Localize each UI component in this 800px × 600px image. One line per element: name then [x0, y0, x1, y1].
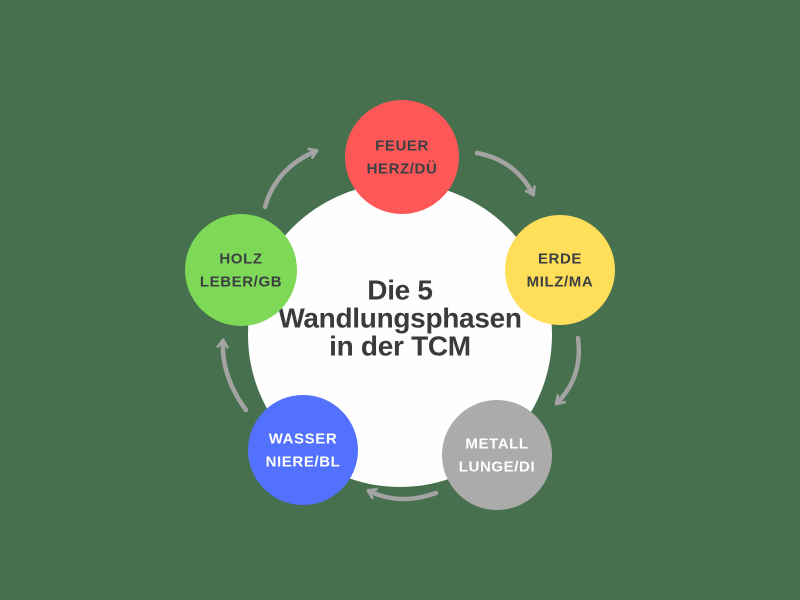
cycle-arrow-wasser-to-holz [216, 338, 249, 413]
phase-erde: ERDE MILZ/MA [505, 215, 615, 325]
phase-holz: HOLZ LEBER/GB [185, 214, 297, 326]
phase-label-erde-element: ERDE [538, 251, 582, 268]
phase-metall: METALL LUNGE/DI [442, 400, 552, 510]
cycle-arrow-metall-to-wasser [366, 487, 439, 502]
phase-label-erde-organs: MILZ/MA [527, 274, 594, 291]
phase-label-metall-organs: LUNGE/DI [459, 459, 535, 476]
diagram-title-line-3: in der TCM [329, 331, 471, 362]
cycle-arrow-feuer-to-erde [474, 150, 536, 197]
phase-label-holz-element: HOLZ [219, 251, 262, 268]
cycle-arrow-erde-to-metall [554, 335, 581, 406]
phase-label-metall-element: METALL [465, 436, 528, 453]
phase-label-feuer-organs: HERZ/DÜ [367, 161, 438, 178]
phase-circle-feuer [345, 100, 459, 214]
phase-circle-metall [442, 400, 552, 510]
phase-circle-holz [185, 214, 297, 326]
diagram-title-line-1: Die 5 [367, 275, 432, 306]
phase-circle-wasser [248, 395, 358, 505]
phase-label-wasser-element: WASSER [269, 431, 338, 448]
phase-label-wasser-organs: NIERE/BL [266, 454, 341, 471]
diagram-title-line-2: Wandlungsphasen [278, 303, 521, 334]
cycle-arrow-holz-to-feuer [262, 147, 319, 210]
phase-label-holz-organs: LEBER/GB [200, 274, 282, 291]
phase-circle-erde [505, 215, 615, 325]
phase-wasser: WASSER NIERE/BL [248, 395, 358, 505]
phase-label-feuer-element: FEUER [375, 138, 429, 155]
phase-feuer: FEUER HERZ/DÜ [345, 100, 459, 214]
